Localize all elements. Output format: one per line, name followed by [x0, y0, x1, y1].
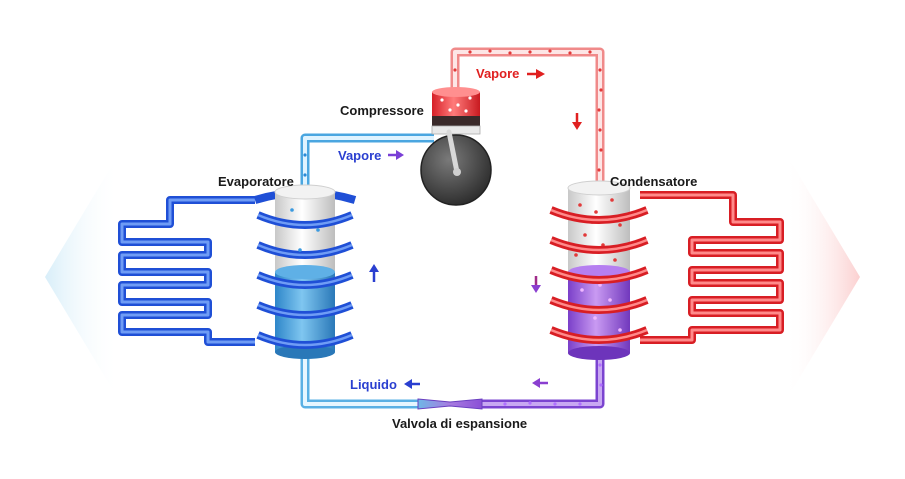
hot-vapor-label: Vapore [476, 66, 519, 81]
expansion-valve-label: Valvola di espansione [392, 416, 527, 431]
condenser-serpentine [640, 191, 784, 344]
compressor-unit [420, 87, 492, 206]
arrow-right-icon [527, 69, 545, 79]
liquid-pipe-bubbles [503, 363, 603, 406]
evaporator-label: Evaporatore [218, 174, 294, 189]
arrow-down-icon [531, 276, 541, 293]
hot-pipe-bubbles [453, 49, 603, 172]
liquid-label: Liquido [350, 377, 397, 392]
arrow-up-icon [369, 264, 379, 282]
hot-side-arrow [785, 152, 860, 402]
arrow-left-icon [532, 378, 548, 388]
compressor-label: Compressore [340, 103, 424, 118]
cold-side-arrow [45, 152, 120, 402]
arrow-right-icon [388, 150, 404, 160]
cold-vapor-label: Vapore [338, 148, 381, 163]
arrow-down-icon [572, 113, 582, 130]
cold-pipe-bubbles [303, 153, 307, 177]
evaporator-unit [253, 184, 357, 359]
evaporator-serpentine [118, 196, 255, 346]
condenser-label: Condensatore [610, 174, 697, 189]
circuit-pipes [300, 47, 605, 409]
arrow-left-icon [404, 379, 420, 389]
expansion-valve [417, 398, 483, 410]
condenser-unit [549, 180, 649, 360]
